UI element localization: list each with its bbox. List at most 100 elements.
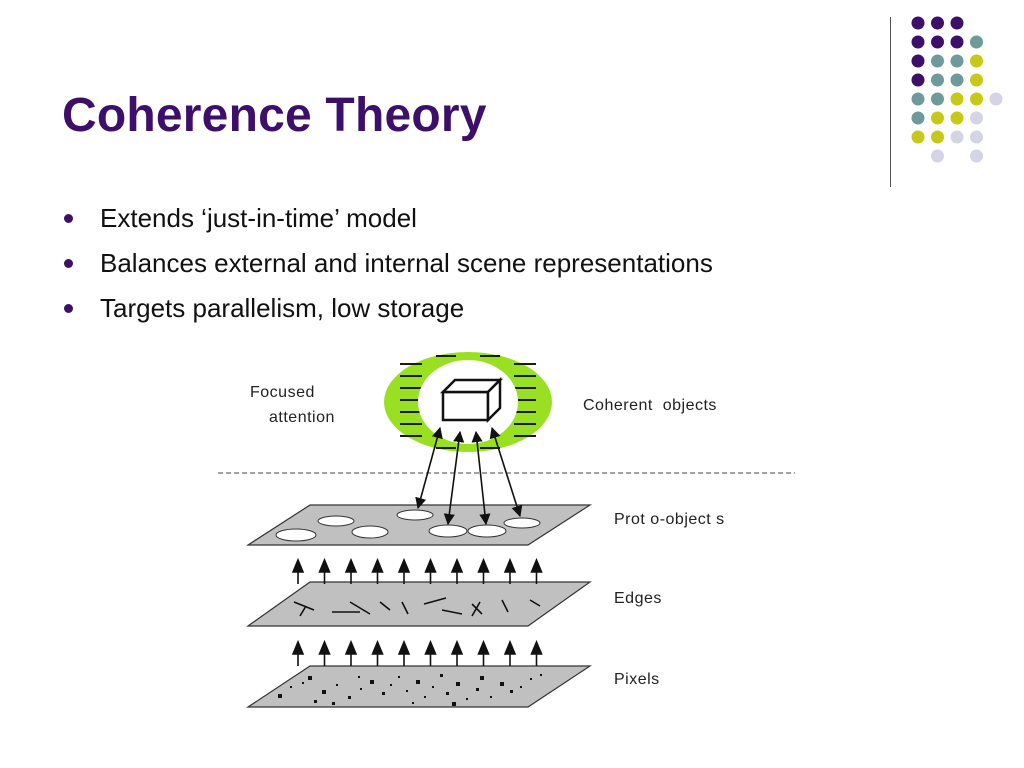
- decorative-dot: [970, 92, 983, 106]
- pixel-dot: [490, 696, 492, 698]
- arrow-head: [291, 639, 305, 655]
- pixel-dot: [466, 698, 468, 700]
- bullet-text: Extends ‘just-in-time’ model: [100, 203, 417, 233]
- bullet-icon: [64, 304, 73, 313]
- decorative-dot: [950, 54, 964, 68]
- decorative-dot: [950, 130, 964, 144]
- arrow-head: [344, 557, 358, 573]
- edges-plane: [246, 581, 592, 627]
- arrow-head: [397, 557, 411, 573]
- proto-objects-label: Prot o-object s: [614, 511, 725, 528]
- proto-objects-plane: [245, 504, 593, 546]
- decorative-dot: [970, 73, 983, 87]
- pixel-dot: [452, 702, 456, 706]
- arrow-head: [397, 639, 411, 655]
- cube-icon: [439, 376, 504, 424]
- decorative-dot: [989, 92, 1003, 106]
- pixel-dot: [432, 686, 434, 688]
- decorative-dot: [931, 92, 944, 106]
- arrow-head: [477, 557, 490, 573]
- decorative-dot: [931, 73, 944, 87]
- pixel-dot: [360, 688, 362, 690]
- pixel-dot: [540, 674, 542, 676]
- decorative-dot: [911, 130, 925, 144]
- pixel-dot: [348, 696, 351, 699]
- pixel-dot: [416, 680, 420, 684]
- arrow-head: [371, 557, 384, 573]
- pixels-to-edges-arrows: [291, 639, 543, 666]
- decorative-dot: [911, 92, 925, 106]
- decorative-dot: [970, 54, 983, 68]
- focused-attention-label: Focused: [250, 384, 315, 401]
- decorative-dot: [931, 111, 944, 125]
- arrow-head: [503, 639, 517, 655]
- decorative-dot: [950, 35, 964, 49]
- decorative-dot: [950, 16, 964, 30]
- decorative-dot: [970, 35, 983, 49]
- decorative-dot: [911, 16, 925, 30]
- arrow-head: [503, 557, 517, 573]
- decorative-dot: [931, 54, 944, 68]
- decorative-dot: [970, 130, 983, 144]
- pixel-dot: [510, 690, 513, 693]
- pixel-dot: [398, 676, 400, 678]
- pixel-dot: [424, 696, 426, 698]
- bullet-item: Balances external and internal scene rep…: [64, 241, 713, 286]
- pixel-dot: [308, 676, 312, 680]
- pixels-plane: [246, 665, 592, 708]
- pixel-dot: [440, 674, 443, 677]
- pixel-dot: [322, 690, 326, 694]
- bullet-text: Balances external and internal scene rep…: [100, 248, 713, 278]
- decorative-dot: [970, 111, 983, 125]
- arrow-head: [530, 557, 543, 573]
- bullet-item: Targets parallelism, low storage: [64, 286, 713, 331]
- pixel-dot: [520, 686, 522, 688]
- arrow-head: [318, 639, 331, 655]
- decorative-dot: [950, 111, 964, 125]
- pixel-dot: [290, 686, 292, 688]
- arrow-head: [371, 639, 384, 655]
- pixel-dot: [446, 692, 449, 695]
- coherence-diagram: Focused attention Coherent objects Prot …: [218, 352, 795, 708]
- bullet-list: Extends ‘just-in-time’ model Balances ex…: [64, 196, 713, 331]
- attention-arrows: [415, 426, 523, 526]
- arrow-head: [291, 557, 305, 573]
- arrow-head: [530, 639, 543, 655]
- coherent-objects-label: Coherent objects: [583, 397, 717, 414]
- pixel-dot: [382, 692, 385, 695]
- bullet-icon: [64, 214, 73, 223]
- pixel-dot: [278, 694, 282, 698]
- pixel-dot: [390, 684, 392, 686]
- pixel-dot: [302, 682, 304, 684]
- decorative-dot: [911, 54, 925, 68]
- pixel-dot: [406, 690, 408, 692]
- pixel-dot: [336, 684, 338, 686]
- pixel-dot: [500, 682, 504, 686]
- decorative-dot: [931, 149, 944, 163]
- arrow-head: [424, 639, 437, 655]
- arrow-head: [477, 639, 490, 655]
- decorative-divider: [890, 17, 891, 187]
- pixel-dot: [358, 676, 360, 678]
- decorative-dot: [970, 149, 983, 163]
- decorative-dot: [911, 73, 925, 87]
- decorative-dot: [931, 35, 944, 49]
- pixel-dot: [314, 700, 317, 703]
- decorative-dot: [911, 111, 925, 125]
- pixels-label: Pixels: [614, 671, 660, 688]
- decorative-dot: [931, 16, 944, 30]
- focused-attention-label-line2: attention: [269, 409, 335, 426]
- bullet-item: Extends ‘just-in-time’ model: [64, 196, 713, 241]
- pixel-dot: [332, 702, 335, 705]
- decorative-dot: [911, 35, 925, 49]
- pixel-dot: [370, 680, 374, 684]
- bullet-icon: [64, 259, 73, 268]
- pixel-dot: [530, 678, 532, 680]
- decorative-dot-grid: [911, 16, 1003, 163]
- arrow-head: [450, 557, 464, 573]
- decorative-dot: [931, 130, 944, 144]
- decorative-dot: [950, 92, 964, 106]
- decorative-dot: [950, 73, 964, 87]
- pixel-dot: [456, 682, 460, 686]
- arrow-head: [318, 557, 331, 573]
